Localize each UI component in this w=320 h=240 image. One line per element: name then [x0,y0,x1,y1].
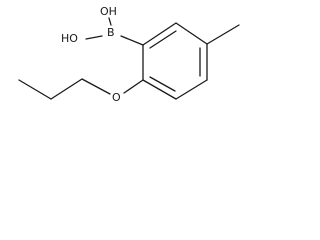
ho-left-label: HO [61,32,78,45]
ring-bond-c2-c3 [175,22,208,45]
ether-oxygen-label: O [112,91,121,104]
boron-label: B [107,26,115,39]
ring-bond-c1-c2 [142,22,177,46]
structure-canvas: B OH HO O [0,0,250,138]
chemical-structure: B OH HO O [18,5,240,104]
ring-double-bond-c5-c6 [149,76,176,92]
propyl-bond-2 [18,79,52,100]
boron-ho-left-bond [85,35,103,40]
ether-chain-bond [81,78,111,95]
ring-bond-c4-c5 [175,79,208,100]
ring-bond-c5-c6 [142,79,177,100]
methyl-bond [206,24,240,45]
oh-top-label: OH [100,5,117,18]
boron-ring-bond [120,35,144,46]
ether-ring-bond [123,79,144,94]
boron-oh-top-bond [108,17,112,26]
ring-double-bond-c1-c2 [149,30,177,49]
propyl-bond-1 [50,78,83,100]
